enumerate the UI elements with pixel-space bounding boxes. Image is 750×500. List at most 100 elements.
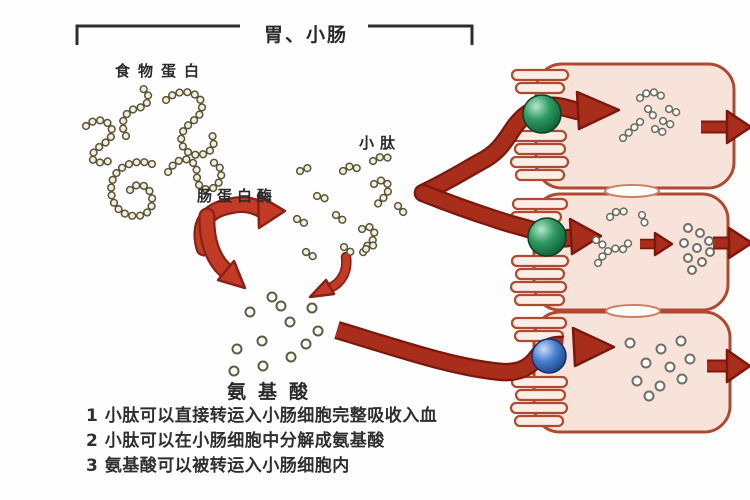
food-protein-label: 食物蛋白 <box>115 62 208 80</box>
amino-acid-dot <box>683 253 693 263</box>
note-line-3: 3 氨基酸可以被转运入小肠细胞内 <box>86 456 350 476</box>
enzyme-arrows <box>193 193 352 299</box>
microvillus <box>510 316 568 330</box>
peptide-fragment <box>297 163 316 174</box>
amino-acid-dot <box>300 338 312 350</box>
amino-acid-dots <box>228 291 324 377</box>
microvillus <box>511 197 569 211</box>
peptide-fragment <box>294 216 309 227</box>
notes-list: 1 小肽可以直接转运入小肠细胞完整吸收入血 2 小肽可以在小肠细胞中分解成氨基酸… <box>86 404 437 479</box>
amino-acid-dot <box>285 351 297 363</box>
protein-chain <box>83 117 115 166</box>
microvillus <box>513 293 566 307</box>
protein-chain <box>108 159 155 219</box>
protein-chain <box>81 116 117 167</box>
region-bracket-left <box>75 24 240 45</box>
microvillus <box>510 254 570 268</box>
peptide-breakdown-arrow-head <box>308 278 336 299</box>
microvilli <box>509 68 570 428</box>
microvillus <box>514 388 567 402</box>
amino-acid-dot <box>655 343 667 355</box>
absorb-to-blood-arrow-2-head <box>727 226 750 260</box>
amino-acid-dot <box>664 361 676 373</box>
amino-acid-dot <box>687 265 697 275</box>
peptide-transport-arrow-upper-head <box>575 90 621 131</box>
cell-2-peptides <box>591 207 650 268</box>
intestinal-cell-3 <box>532 310 732 434</box>
peptide-transporter-icon <box>522 94 562 134</box>
microvillus <box>513 414 565 428</box>
amino-acid-dot <box>306 302 318 314</box>
note-line-2: 2 小肽可以在小肠细胞中分解成氨基酸 <box>86 431 385 451</box>
protein-chain <box>120 85 151 139</box>
microvillus <box>514 168 566 182</box>
peptide-fragment <box>652 126 671 137</box>
microvillus <box>509 280 568 294</box>
amino-acid-dot <box>631 375 643 387</box>
amino-acid-dot <box>256 335 268 347</box>
note-line-1: 1 小肽可以直接转运入小肠细胞完整吸收入血 <box>86 406 438 426</box>
peptide-transporter-icon <box>527 217 567 257</box>
amino-acid-dot <box>643 390 655 402</box>
enzyme-arrow-to-amino-acids-head <box>216 259 247 290</box>
peptide-fragment <box>660 118 675 128</box>
peptide-transport-arrow-lower-head <box>568 217 603 256</box>
peptide-fragment <box>371 177 391 210</box>
enzyme-arrow-to-peptides-head <box>256 193 287 230</box>
amino-acid-label: 氨基酸 <box>227 381 321 403</box>
peptide-fragment <box>370 154 394 164</box>
microvillus <box>513 142 567 156</box>
peptide-fragment <box>595 237 632 266</box>
cell-junction <box>604 184 660 198</box>
amino-acid-dot <box>624 337 636 349</box>
peptide-fragment <box>618 116 646 143</box>
peptide-fragment <box>340 163 362 175</box>
amino-acid-dot <box>257 360 269 372</box>
cell-junction <box>605 304 661 318</box>
microvillus <box>510 68 570 82</box>
amino-acid-transport-arrow-head <box>571 326 616 368</box>
peptide-fragment <box>395 203 407 216</box>
peptide-fragment <box>333 212 347 224</box>
absorb-to-blood-arrow-1-head <box>725 109 750 145</box>
amino-acid-dot <box>675 335 687 347</box>
amino-acid-dot <box>676 373 688 385</box>
peptide-fragment <box>314 193 330 202</box>
peptide-fragment <box>593 237 606 248</box>
cell-3-amino-acids <box>624 335 696 402</box>
amino-acid-dot <box>228 365 240 377</box>
amino-acid-dot <box>679 238 689 248</box>
peptide-fragment <box>639 212 648 227</box>
peptide-fragment <box>363 242 377 252</box>
cell-1-peptides <box>618 88 683 143</box>
protein-chain <box>161 87 218 159</box>
amino-acid-dot <box>684 353 696 365</box>
amino-acid-dot <box>244 306 256 318</box>
microvillus <box>509 155 570 169</box>
amino-acid-dot <box>284 316 296 328</box>
amino-acid-dot <box>654 380 666 392</box>
microvillus <box>510 375 569 389</box>
peptide-fragment <box>341 244 355 256</box>
absorb-to-blood-arrow-3-head <box>725 348 750 384</box>
peptide-fragment <box>607 208 632 220</box>
amino-acid-dot <box>640 357 652 369</box>
microvillus <box>514 81 566 95</box>
small-peptide-fragments <box>292 152 409 262</box>
region-bracket-right <box>368 24 474 45</box>
protein-chain <box>165 156 224 192</box>
amino-acid-dot <box>692 243 702 253</box>
amino-acid-dot <box>683 223 693 233</box>
amino-acid-dot <box>231 343 243 355</box>
enzyme-label: 肠蛋白酶 <box>197 187 278 205</box>
small-peptide-label: 小肽 <box>359 134 402 152</box>
microvillus <box>514 267 566 281</box>
enzyme-arrow-to-amino-acids <box>200 209 232 277</box>
peptide-fragment <box>303 249 317 260</box>
peptide-fragment <box>666 106 681 116</box>
peptide-fragment <box>637 89 665 101</box>
food-protein-chains <box>81 83 226 221</box>
amino-acid-dot <box>312 325 324 337</box>
